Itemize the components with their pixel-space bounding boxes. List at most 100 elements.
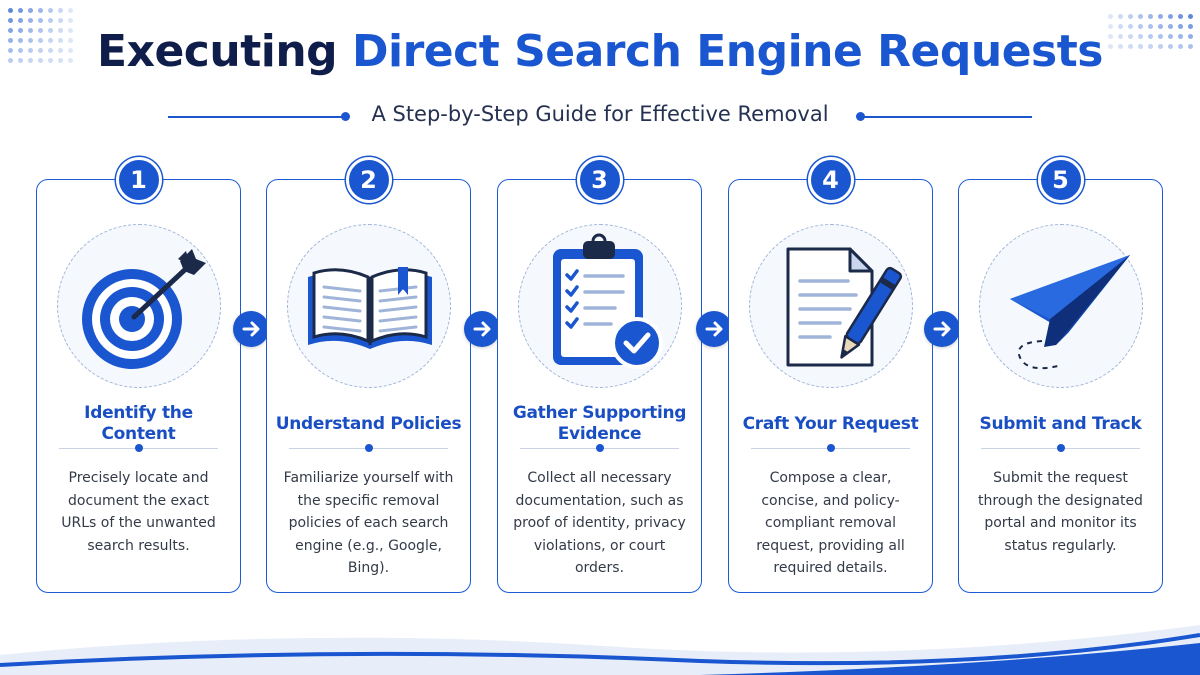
decorative-dot — [1188, 24, 1193, 29]
step-card-5: 5 Submit and Track Submit the request th… — [958, 157, 1163, 593]
decorative-dot — [1128, 24, 1133, 29]
decorative-dot — [1168, 14, 1173, 19]
step-number-badge: 2 — [345, 157, 392, 203]
step-number-badge: 3 — [576, 157, 623, 203]
step-divider-dot — [826, 444, 835, 452]
decorative-dot — [1108, 24, 1113, 29]
decorative-dot — [38, 28, 43, 33]
decorative-dot — [38, 38, 43, 43]
decorative-dot — [8, 18, 13, 23]
decorative-dot — [28, 58, 33, 63]
bottom-wave-decoration — [0, 625, 1200, 675]
paper-plane-icon — [1009, 255, 1130, 370]
step-divider-dot — [595, 444, 604, 452]
step-number-badge: 5 — [1037, 157, 1084, 203]
document-pen-icon — [786, 247, 902, 367]
decorative-dot — [1158, 34, 1163, 39]
step-description: Submit the request through the designate… — [978, 470, 1143, 554]
decorative-dot — [1168, 44, 1173, 49]
step-card-3: 3 Gather Supporting Evidence Collect all… — [497, 157, 702, 593]
step-card-1: 1 Identify the Content Precisely locate … — [36, 157, 241, 593]
decorative-dot — [58, 48, 63, 53]
decorative-dot — [48, 48, 53, 53]
decorative-dot — [1138, 44, 1143, 49]
decorative-dot — [1188, 34, 1193, 39]
decorative-dot — [48, 38, 53, 43]
decorative-dot — [1158, 14, 1163, 19]
step-icon-circle — [978, 224, 1143, 388]
title-part-dark: Executing — [97, 26, 352, 77]
decorative-dot — [1188, 14, 1193, 19]
title-part-accent: Direct Search Engine Requests — [351, 26, 1103, 77]
decorative-dot — [68, 58, 73, 63]
decorative-dot — [1178, 44, 1183, 49]
decorative-dot — [68, 28, 73, 33]
decorative-dot — [8, 28, 13, 33]
decorative-dot — [18, 28, 23, 33]
arrow-right-icon — [705, 321, 723, 337]
decorative-dots-left — [8, 8, 78, 68]
arrow-right-icon — [473, 321, 491, 337]
step-title: Submit and Track — [979, 413, 1142, 434]
decorative-dot — [8, 8, 13, 13]
step-number-badge: 4 — [807, 157, 854, 203]
decorative-dot — [68, 48, 73, 53]
step-icon-circle — [517, 224, 682, 388]
decorative-dot — [1138, 34, 1143, 39]
decorative-dot — [28, 28, 33, 33]
decorative-dot — [28, 8, 33, 13]
step-title: Gather Supporting Evidence — [512, 403, 687, 444]
arrow-right-icon — [242, 321, 260, 337]
decorative-dot — [1128, 44, 1133, 49]
decorative-dot — [1148, 14, 1153, 19]
arrow-right-icon — [933, 321, 951, 337]
step-title: Understand Policies — [275, 413, 462, 434]
decorative-dot — [1118, 24, 1123, 29]
decorative-dot — [18, 58, 23, 63]
decorative-dot — [1138, 24, 1143, 29]
decorative-dot — [1178, 34, 1183, 39]
decorative-dot — [1108, 14, 1113, 19]
decorative-dot — [58, 8, 63, 13]
page-subtitle: A Step-by-Step Guide for Effective Remov… — [371, 102, 829, 126]
decorative-dot — [28, 48, 33, 53]
decorative-dot — [1148, 24, 1153, 29]
decorative-dot — [1118, 14, 1123, 19]
step-card-2: 2 Understand Policies Familiarize yourse… — [266, 157, 471, 593]
decorative-dot — [48, 8, 53, 13]
page-title: Executing Direct Search Engine Requests — [0, 26, 1200, 77]
step-divider-dot — [364, 444, 373, 452]
decorative-dot — [38, 48, 43, 53]
step-description: Precisely locate and document the exact … — [61, 470, 216, 554]
decorative-dot — [58, 38, 63, 43]
decorative-dots-right — [1108, 14, 1193, 54]
connector-arrow-4 — [924, 311, 960, 347]
decorative-dot — [1158, 44, 1163, 49]
decorative-dot — [18, 8, 23, 13]
decorative-dot — [38, 18, 43, 23]
decorative-dot — [1188, 44, 1193, 49]
step-number-badge: 1 — [115, 157, 162, 203]
decorative-dot — [8, 48, 13, 53]
decorative-dot — [1108, 44, 1113, 49]
subtitle-line-right — [862, 116, 1032, 118]
decorative-dot — [38, 8, 43, 13]
decorative-dot — [1178, 14, 1183, 19]
decorative-dot — [1148, 34, 1153, 39]
subtitle-row: A Step-by-Step Guide for Effective Remov… — [0, 100, 1200, 134]
step-icon-circle — [56, 224, 221, 388]
decorative-dot — [1148, 44, 1153, 49]
decorative-dot — [8, 38, 13, 43]
step-divider-dot — [134, 444, 143, 452]
decorative-dot — [68, 18, 73, 23]
decorative-dot — [8, 58, 13, 63]
step-title: Craft Your Request — [742, 413, 919, 434]
decorative-dot — [28, 18, 33, 23]
decorative-dot — [1108, 34, 1113, 39]
decorative-dot — [18, 48, 23, 53]
decorative-dot — [18, 18, 23, 23]
decorative-dot — [1158, 24, 1163, 29]
decorative-dot — [1138, 14, 1143, 19]
decorative-dot — [1118, 34, 1123, 39]
decorative-dot — [1168, 34, 1173, 39]
